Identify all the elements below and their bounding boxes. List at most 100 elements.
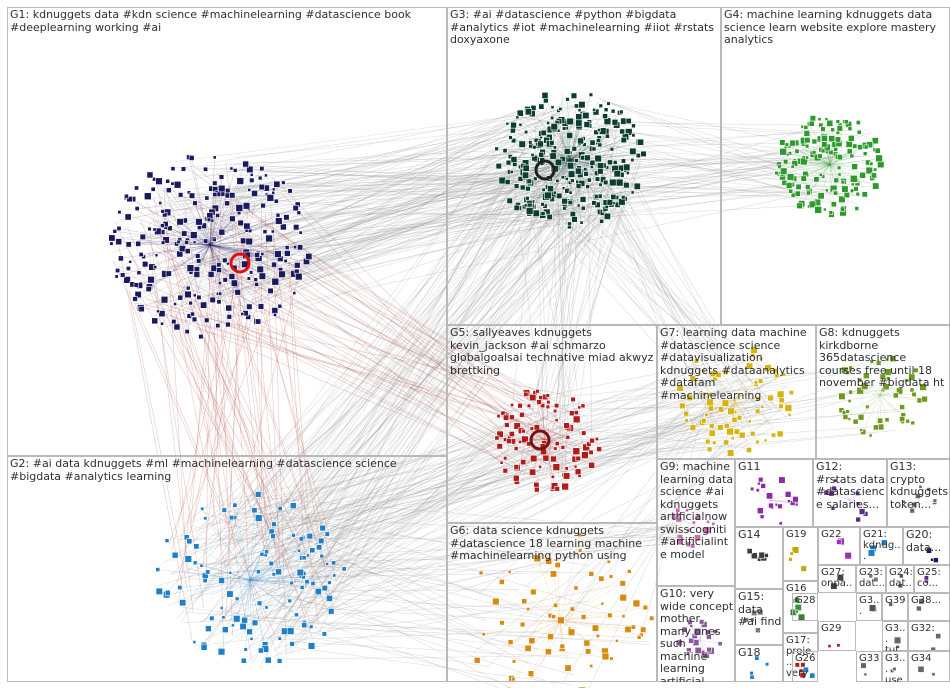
node-g3[interactable] xyxy=(594,194,599,199)
node-g3[interactable] xyxy=(538,151,545,158)
node-g4[interactable] xyxy=(865,166,874,175)
node-g3[interactable] xyxy=(622,163,631,171)
node-g3[interactable] xyxy=(584,154,591,162)
node-g1[interactable] xyxy=(132,296,138,302)
node-g6[interactable] xyxy=(619,580,626,587)
node-g3[interactable] xyxy=(580,205,586,211)
node-g1[interactable] xyxy=(192,200,198,206)
node-g6[interactable] xyxy=(567,628,576,636)
node-g1[interactable] xyxy=(124,213,132,221)
node-g1[interactable] xyxy=(184,240,189,245)
node-g3[interactable] xyxy=(540,202,545,207)
node-g2[interactable] xyxy=(332,573,337,578)
node-g1[interactable] xyxy=(133,282,139,288)
node-g5[interactable] xyxy=(526,403,532,409)
node-g2[interactable] xyxy=(231,623,235,628)
node-g2[interactable] xyxy=(289,502,297,510)
node-g6[interactable] xyxy=(521,598,528,605)
node-g4[interactable] xyxy=(803,125,809,130)
node-g1[interactable] xyxy=(118,255,124,262)
node-g3[interactable] xyxy=(618,109,624,115)
node-g5[interactable] xyxy=(561,482,569,491)
node-g1[interactable] xyxy=(246,303,253,310)
node-g6[interactable] xyxy=(553,602,559,608)
node-g1[interactable] xyxy=(115,238,123,246)
node-g2[interactable] xyxy=(289,580,294,586)
node-g4[interactable] xyxy=(824,188,829,193)
node-g5[interactable] xyxy=(530,454,538,463)
node-g1[interactable] xyxy=(144,192,152,200)
node-g1[interactable] xyxy=(188,192,196,199)
node-g1[interactable] xyxy=(305,253,313,261)
node-g2[interactable] xyxy=(205,569,211,575)
node-g1[interactable] xyxy=(171,318,177,325)
node-g5[interactable] xyxy=(572,447,581,456)
node-g6[interactable] xyxy=(642,604,648,611)
node-g1[interactable] xyxy=(234,289,241,296)
node-g3[interactable] xyxy=(509,170,514,174)
node-g5[interactable] xyxy=(529,426,535,431)
node-g3[interactable] xyxy=(625,118,632,125)
node-g1[interactable] xyxy=(136,270,142,276)
node-g1[interactable] xyxy=(188,300,193,306)
node-g3[interactable] xyxy=(613,170,621,178)
node-g3[interactable] xyxy=(612,160,618,165)
node-g3[interactable] xyxy=(588,92,594,97)
node-g7[interactable] xyxy=(730,436,735,441)
node-g5[interactable] xyxy=(504,422,510,428)
node-g1[interactable] xyxy=(160,321,165,326)
node-g2[interactable] xyxy=(255,569,261,575)
node-g4[interactable] xyxy=(833,177,839,184)
node-g3[interactable] xyxy=(594,176,601,182)
node-g6[interactable] xyxy=(615,638,619,643)
node-g4[interactable] xyxy=(774,170,779,176)
node-g5[interactable] xyxy=(529,393,537,402)
node-g3[interactable] xyxy=(554,158,563,167)
node-g1[interactable] xyxy=(258,183,265,191)
node-g1[interactable] xyxy=(218,281,222,285)
node-g3[interactable] xyxy=(523,130,529,135)
node-g1[interactable] xyxy=(254,282,259,287)
node-g1[interactable] xyxy=(117,210,122,215)
node-g1[interactable] xyxy=(216,262,222,268)
node-g5[interactable] xyxy=(529,468,537,476)
node-g1[interactable] xyxy=(216,267,222,273)
node-g2[interactable] xyxy=(218,577,225,584)
node-g4[interactable] xyxy=(799,157,808,166)
node-g1[interactable] xyxy=(160,209,165,214)
node-g4[interactable] xyxy=(786,173,795,181)
node-g3[interactable] xyxy=(541,92,549,99)
node-g1[interactable] xyxy=(296,210,302,216)
node-g1[interactable] xyxy=(203,238,209,244)
node-g3[interactable] xyxy=(620,158,627,164)
node-g4[interactable] xyxy=(872,182,880,190)
node-g1[interactable] xyxy=(147,275,155,284)
node-g1[interactable] xyxy=(170,166,176,172)
node-g2[interactable] xyxy=(221,615,226,620)
node-g1[interactable] xyxy=(108,234,116,242)
node-g1[interactable] xyxy=(273,180,281,188)
node-g7[interactable] xyxy=(701,368,706,374)
node-g5[interactable] xyxy=(553,446,558,451)
node-g7[interactable] xyxy=(727,407,735,415)
node-g4[interactable] xyxy=(830,127,835,133)
node-g4[interactable] xyxy=(836,165,842,170)
node-g3[interactable] xyxy=(510,156,518,163)
node-g1[interactable] xyxy=(232,168,238,173)
node-g4[interactable] xyxy=(779,167,788,175)
node-g1[interactable] xyxy=(256,265,264,273)
node-g4[interactable] xyxy=(833,147,838,152)
node-g5[interactable] xyxy=(589,437,595,444)
node-g4[interactable] xyxy=(811,138,818,145)
node-g4[interactable] xyxy=(843,119,849,125)
node-g7[interactable] xyxy=(781,372,786,377)
node-g3[interactable] xyxy=(513,204,520,211)
node-g4[interactable] xyxy=(817,117,822,122)
node-g1[interactable] xyxy=(160,240,166,245)
node-g1[interactable] xyxy=(124,193,129,199)
node-g6[interactable] xyxy=(601,652,610,661)
node-g2[interactable] xyxy=(321,584,328,592)
node-g6[interactable] xyxy=(492,597,500,606)
node-g5[interactable] xyxy=(542,454,550,462)
node-g1[interactable] xyxy=(134,185,139,191)
